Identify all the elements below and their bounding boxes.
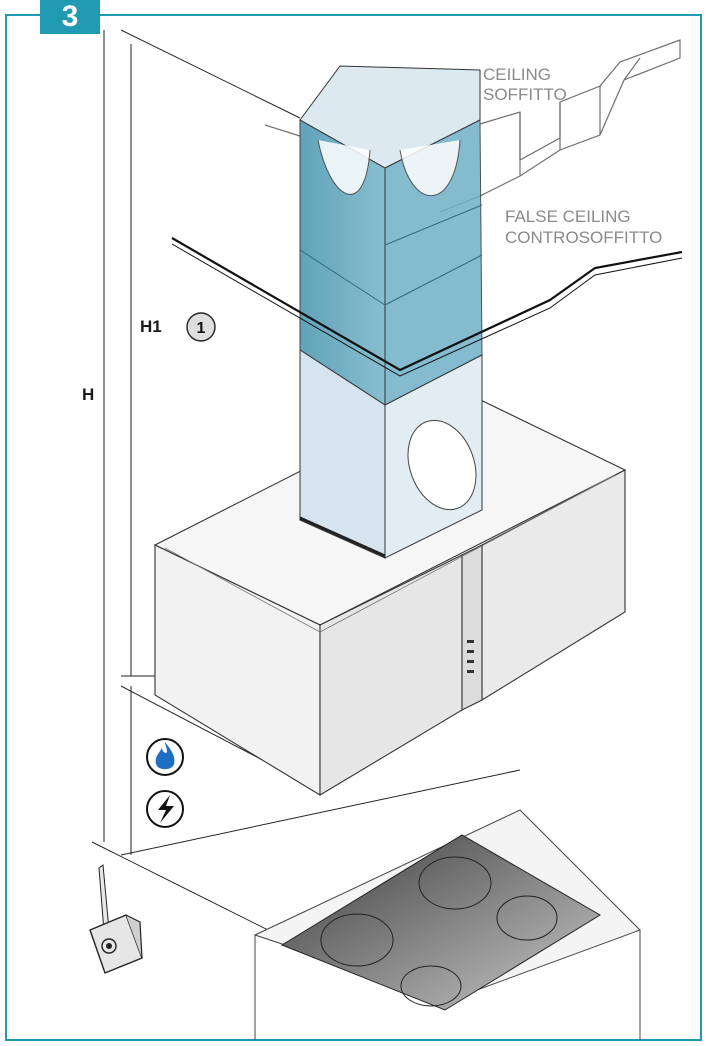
false-ceiling-label-it: CONTROSOFFITTO [505, 228, 662, 247]
h1-reference-circle: 1 [186, 312, 216, 342]
ceiling-label-it: SOFFITTO [483, 85, 567, 104]
false-ceiling-label: FALSE CEILING CONTROSOFFITTO [505, 207, 662, 247]
step-number-badge: 3 [40, 0, 100, 34]
diagram-frame [5, 14, 702, 1041]
h1-dimension-label: H1 [140, 317, 162, 336]
dimension-lines [91, 29, 521, 947]
tape-measure-icon [89, 864, 143, 974]
false-ceiling-label-en: FALSE CEILING [505, 207, 631, 226]
ceiling-label: CEILING SOFFITTO [483, 65, 567, 104]
ceiling-outline [264, 39, 681, 213]
h-dimension-label: H [82, 385, 94, 404]
chimney-duct [299, 65, 483, 559]
electric-lightning-icon [146, 790, 184, 828]
false-ceiling-outline [171, 237, 683, 377]
ceiling-label-en: CEILING [483, 65, 551, 84]
cooktop [253, 809, 641, 1040]
gas-flame-icon [146, 738, 184, 776]
h1-reference-number: 1 [197, 320, 206, 337]
